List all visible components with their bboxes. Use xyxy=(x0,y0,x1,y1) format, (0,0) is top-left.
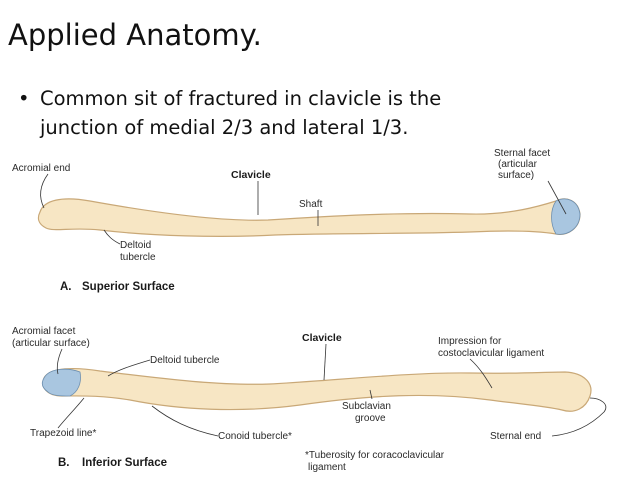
label-trapezoid-line: Trapezoid line* xyxy=(30,428,96,439)
label-tuberosity-1: *Tuberosity for coracoclavicular xyxy=(305,450,445,461)
caption-letter-b: B. xyxy=(58,457,70,469)
slide-title: Applied Anatomy. xyxy=(8,18,262,52)
label-sternal-facet-3: surface) xyxy=(498,170,534,181)
label-deltoid-tubercle: Deltoid tubercle xyxy=(150,355,220,366)
label-tuberosity-2: ligament xyxy=(308,462,346,473)
label-acromial-end: Acromial end xyxy=(12,163,70,174)
label-conoid-tubercle: Conoid tubercle* xyxy=(218,431,292,442)
label-deltoid-2: tubercle xyxy=(120,252,156,263)
label-clavicle-a: Clavicle xyxy=(231,169,271,181)
sternal-facet xyxy=(551,198,581,235)
acromial-facet xyxy=(41,368,81,397)
label-subclavian-1: Subclavian xyxy=(342,401,391,412)
caption-superior-surface: Superior Surface xyxy=(82,281,175,293)
label-acromial-facet-2: (articular surface) xyxy=(12,338,90,349)
label-shaft: Shaft xyxy=(299,199,323,210)
label-acromial-facet-1: Acromial facet xyxy=(12,326,76,337)
label-sternal-end: Sternal end xyxy=(490,431,541,442)
bullet-text-line-1: Common sit of fractured in clavicle is t… xyxy=(40,87,442,110)
bullet-text-line-2: junction of medial 2/3 and lateral 1/3. xyxy=(40,116,409,139)
figure-b-inferior: Acromial facet (articular surface) Clavi… xyxy=(12,326,607,473)
figure-a-superior: Acromial end Clavicle Sternal facet (art… xyxy=(12,148,581,293)
label-deltoid-1: Deltoid xyxy=(120,240,151,251)
label-sternal-facet-2: (articular xyxy=(498,159,538,170)
caption-letter-a: A. xyxy=(60,281,72,293)
bullet-dot: • xyxy=(18,87,30,110)
label-impression-2: costoclavicular ligament xyxy=(438,348,544,359)
clavicle-bone-inferior xyxy=(42,367,592,412)
label-clavicle-b: Clavicle xyxy=(302,332,342,344)
label-impression-1: Impression for xyxy=(438,336,502,347)
caption-inferior-surface: Inferior Surface xyxy=(82,457,167,469)
bullet-point: • Common sit of fractured in clavicle is… xyxy=(18,84,600,142)
label-subclavian-2: groove xyxy=(355,413,386,424)
label-sternal-facet-1: Sternal facet xyxy=(494,148,550,159)
